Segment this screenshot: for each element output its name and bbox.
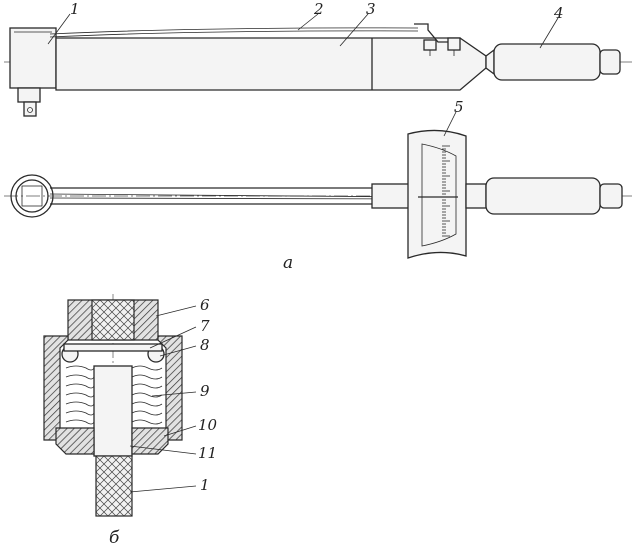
dial-scale: [407, 129, 467, 259]
label-6: 6: [200, 296, 210, 314]
caption-b: б: [109, 528, 120, 546]
caption-a: а: [283, 253, 293, 273]
top-handle: [485, 177, 601, 215]
bottom-nut-left: [55, 427, 95, 455]
label-8: 8: [200, 336, 210, 354]
label-4: 4: [553, 4, 564, 22]
label-2: 2: [313, 0, 324, 18]
tube-body: [55, 37, 487, 91]
label-7: 7: [200, 317, 210, 335]
shaft: [93, 365, 133, 457]
side-view: [4, 23, 632, 117]
housing-left: [43, 335, 69, 441]
wrench-handle: [493, 43, 601, 81]
section-square-drive: [95, 455, 133, 517]
label-9: 9: [200, 382, 210, 400]
pressure-plate: [63, 343, 163, 352]
leader-lines: [47, 13, 559, 493]
wrench-neck: [485, 48, 495, 76]
scale-ticks: [442, 145, 450, 237]
spring-stack: [65, 365, 163, 425]
round-head: [10, 174, 54, 218]
top-view: [4, 129, 632, 259]
label-5: 5: [454, 98, 464, 116]
wrench-head: [9, 27, 57, 89]
handle-collar: [465, 183, 487, 209]
label-11: 11: [198, 444, 217, 462]
square-drive: [17, 87, 41, 103]
square-drive-tip: [23, 101, 37, 117]
label-3: 3: [366, 0, 376, 18]
label-10: 10: [198, 416, 218, 434]
label-1: 1: [70, 0, 80, 18]
label-1-section: 1: [200, 476, 210, 494]
wrench-handle-cap: [599, 49, 621, 75]
section-view: [43, 294, 183, 517]
